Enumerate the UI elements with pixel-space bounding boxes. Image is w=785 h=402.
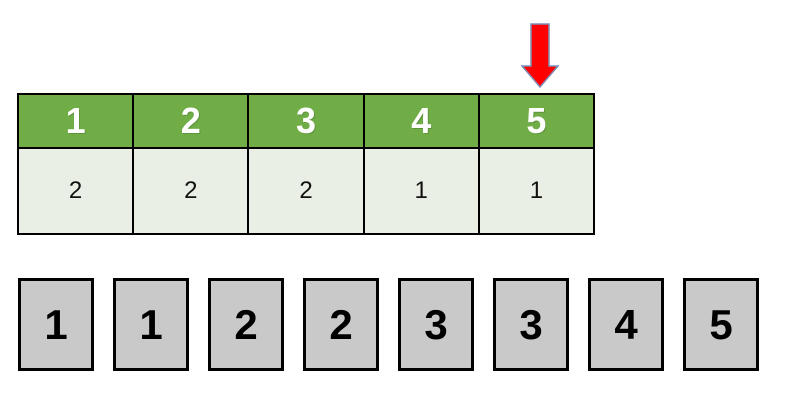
array-box-4: 3 (398, 278, 474, 371)
count-table-header-row: 1 2 3 4 5 (19, 95, 594, 147)
count-table-value-row: 2 2 2 1 1 (19, 147, 594, 233)
count-header-cell-2: 2 (132, 95, 248, 147)
count-table: 1 2 3 4 5 2 2 2 1 1 (17, 93, 595, 235)
red-down-arrow-icon (521, 23, 559, 88)
array-box-3: 2 (303, 278, 379, 371)
count-value-cell-1: 2 (19, 147, 133, 233)
count-header-cell-3: 3 (247, 95, 363, 147)
count-value-cell-5: 1 (477, 147, 594, 233)
count-header-cell-4: 4 (362, 95, 478, 147)
count-header-cell-5: 5 (477, 95, 594, 147)
array-box-5: 3 (493, 278, 569, 371)
count-value-cell-4: 1 (362, 147, 478, 233)
count-value-cell-2: 2 (132, 147, 248, 233)
sorted-array-row: 1 1 2 2 3 3 4 5 (18, 278, 759, 371)
array-box-2: 2 (208, 278, 284, 371)
red-down-arrow-shape (522, 24, 558, 87)
count-header-cell-1: 1 (19, 95, 133, 147)
array-box-1: 1 (113, 278, 189, 371)
array-box-6: 4 (588, 278, 664, 371)
red-down-arrow-outline (521, 23, 559, 88)
count-value-cell-3: 2 (247, 147, 363, 233)
array-box-0: 1 (18, 278, 94, 371)
array-box-7: 5 (683, 278, 759, 371)
